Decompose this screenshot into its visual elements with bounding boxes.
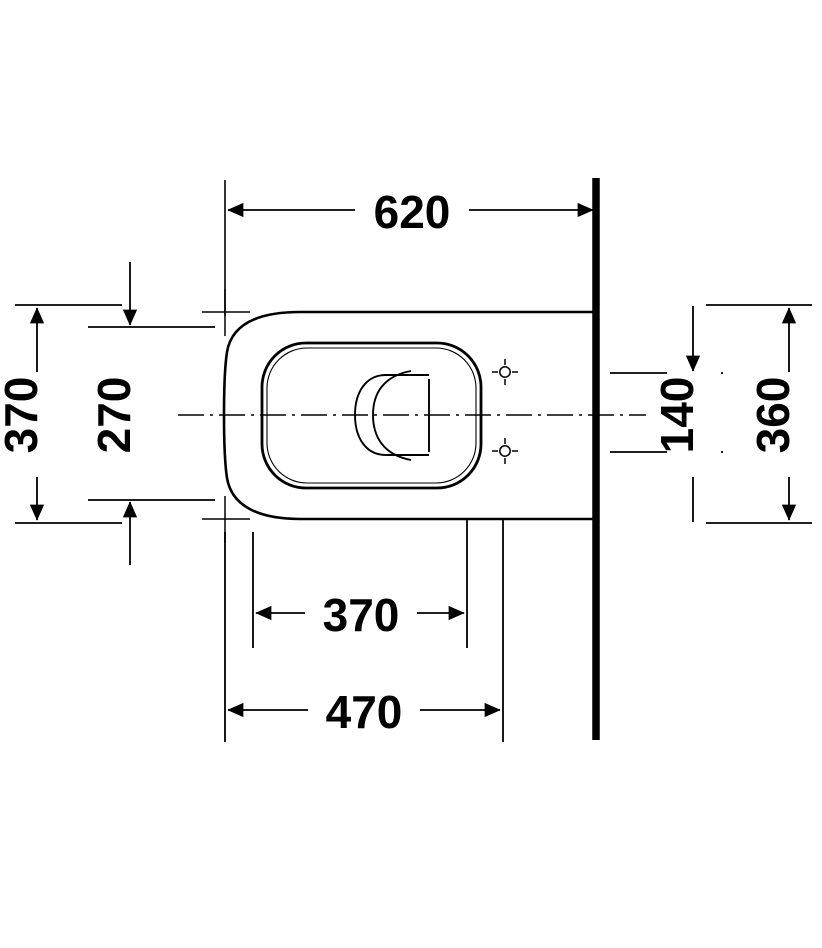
dimension-270-label: 270 <box>88 377 140 454</box>
dimension-270: 270 <box>88 262 215 565</box>
dimension-370-depth: 370 <box>252 518 468 648</box>
dimension-370-depth-label: 370 <box>323 589 400 641</box>
fixing-hole-upper <box>492 359 518 385</box>
dimension-470: 470 <box>224 518 504 742</box>
dimension-140-label: 140 <box>651 377 703 454</box>
dimension-370-width-label: 370 <box>0 377 47 454</box>
dimension-620-label: 620 <box>374 186 451 238</box>
fixing-hole-lower <box>492 438 518 464</box>
dimension-140: 140 <box>610 306 723 522</box>
dimension-470-label: 470 <box>326 686 403 738</box>
dimension-620: 620 <box>224 180 594 316</box>
dimension-360-label: 360 <box>747 377 799 454</box>
dimension-370-width: 370 <box>0 304 122 524</box>
dimension-360: 360 <box>706 304 816 524</box>
